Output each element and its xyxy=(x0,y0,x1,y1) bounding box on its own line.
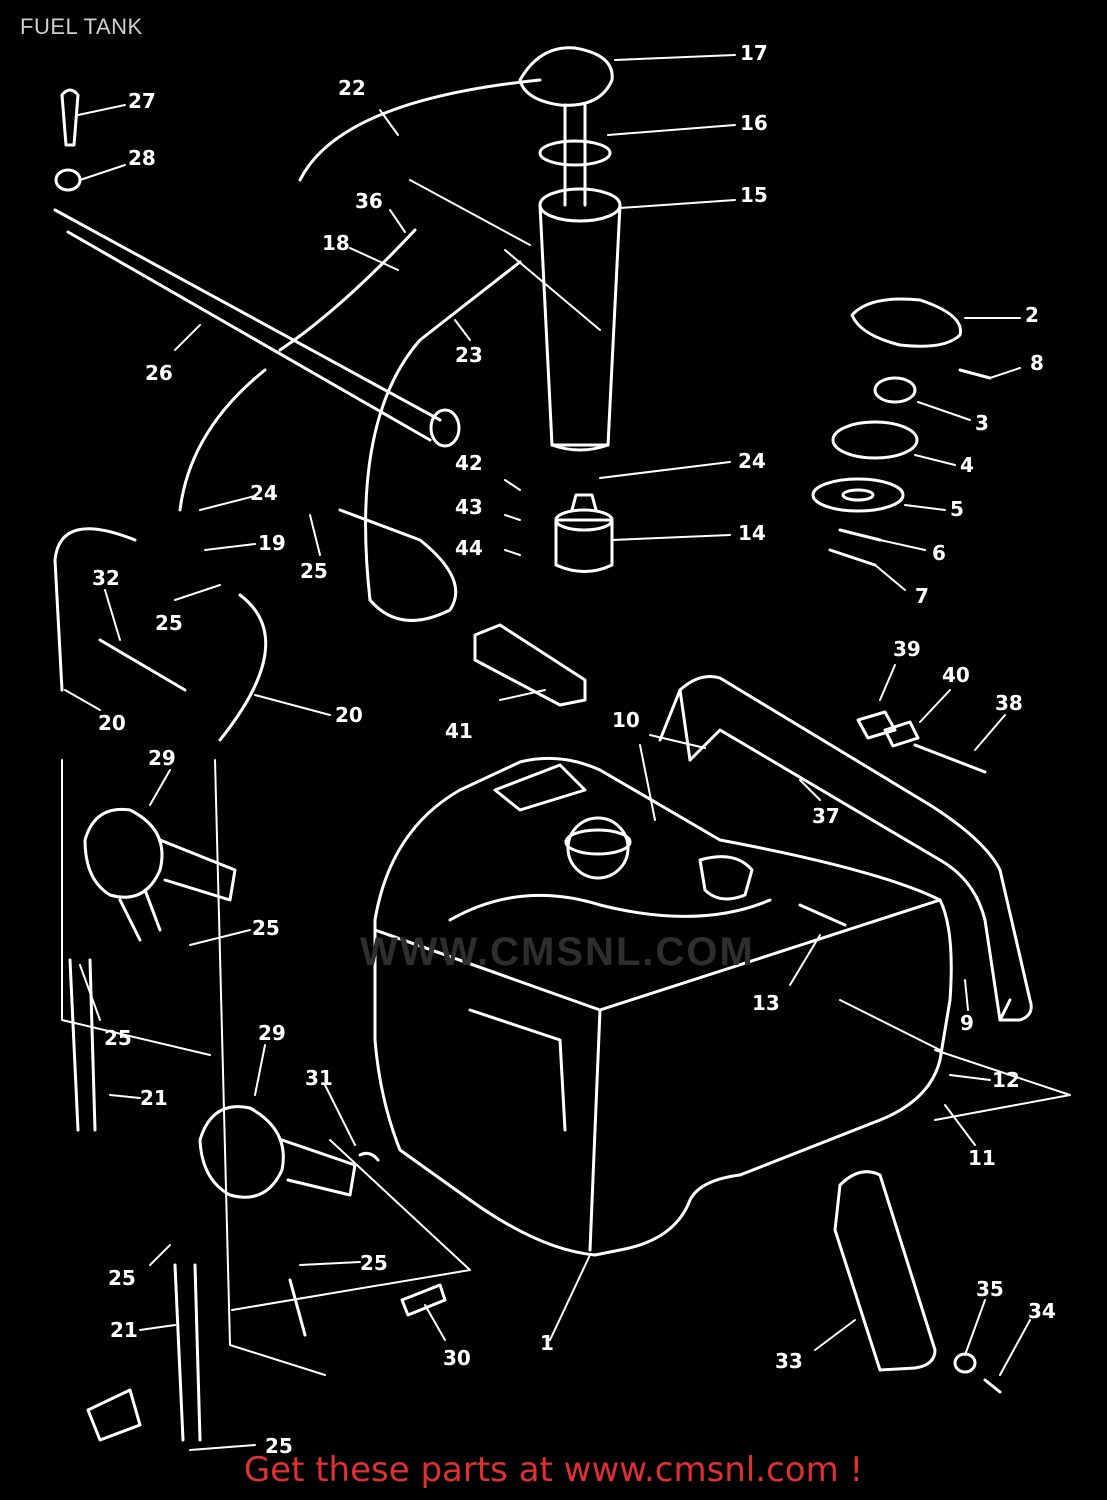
callout-36: 36 xyxy=(355,189,383,213)
callout-26: 26 xyxy=(145,361,173,385)
callout-25: 25 xyxy=(252,916,280,940)
callout-19: 19 xyxy=(258,531,286,555)
callout-41: 41 xyxy=(445,719,473,743)
callout-37: 37 xyxy=(812,804,840,828)
callout-3: 3 xyxy=(975,411,989,435)
tank-rack xyxy=(658,675,1033,1022)
callout-20: 20 xyxy=(335,703,363,727)
callout-32: 32 xyxy=(92,566,120,590)
callout-33: 33 xyxy=(775,1349,803,1373)
callout-39: 39 xyxy=(893,637,921,661)
callout-23: 23 xyxy=(455,343,483,367)
callout-25: 25 xyxy=(300,559,328,583)
damper-39 xyxy=(856,710,897,740)
callout-1: 1 xyxy=(540,1331,554,1355)
washer-28 xyxy=(54,168,82,192)
callout-10: 10 xyxy=(612,708,640,732)
callout-16: 16 xyxy=(740,111,768,135)
callout-29: 29 xyxy=(148,746,176,770)
callout-4: 4 xyxy=(960,453,974,477)
callout-11: 11 xyxy=(968,1146,996,1170)
callout-labels: 17 16 15 22 27 28 36 18 23 26 2 8 3 4 5 … xyxy=(92,41,1056,1458)
fwd-arrow-icon xyxy=(86,1388,142,1442)
fuel-gauge-assembly xyxy=(518,46,622,452)
clamp-31 xyxy=(358,1151,380,1162)
callout-34: 34 xyxy=(1028,1299,1056,1323)
callout-12: 12 xyxy=(992,1068,1020,1092)
callout-7: 7 xyxy=(915,584,929,608)
callout-21: 21 xyxy=(110,1318,138,1342)
callout-6: 6 xyxy=(932,541,946,565)
bolt-38 xyxy=(913,743,987,774)
bolt-30 xyxy=(400,1283,447,1317)
callout-29: 29 xyxy=(258,1021,286,1045)
leader-lines xyxy=(61,54,1071,1451)
callout-24: 24 xyxy=(250,481,278,505)
callout-21: 21 xyxy=(140,1086,168,1110)
callout-25: 25 xyxy=(155,611,183,635)
callout-17: 17 xyxy=(740,41,768,65)
callout-28: 28 xyxy=(128,146,156,170)
callout-43: 43 xyxy=(455,495,483,519)
fuel-cock-lower xyxy=(173,1105,357,1442)
callout-25: 25 xyxy=(360,1251,388,1275)
callout-25: 25 xyxy=(108,1266,136,1290)
callout-15: 15 xyxy=(740,183,768,207)
vent-pipe-and-hoses xyxy=(53,78,542,742)
callout-35: 35 xyxy=(976,1277,1004,1301)
filler-cap-assembly xyxy=(811,297,992,567)
callout-30: 30 xyxy=(443,1346,471,1370)
callout-25: 25 xyxy=(104,1026,132,1050)
callout-40: 40 xyxy=(942,663,970,687)
callout-14: 14 xyxy=(738,521,766,545)
fuel-filter xyxy=(473,493,614,707)
page-title: FUEL TANK xyxy=(20,14,143,39)
callout-5: 5 xyxy=(950,497,964,521)
callout-31: 31 xyxy=(305,1066,333,1090)
callout-42: 42 xyxy=(455,451,483,475)
callout-18: 18 xyxy=(322,231,350,255)
callout-27: 27 xyxy=(128,89,156,113)
collar-40 xyxy=(883,720,920,748)
callout-8: 8 xyxy=(1030,351,1044,375)
callout-24: 24 xyxy=(738,449,766,473)
callout-20: 20 xyxy=(98,711,126,735)
callout-38: 38 xyxy=(995,691,1023,715)
bolt-13 xyxy=(798,903,847,927)
promo-link[interactable]: Get these parts at www.cmsnl.com ! xyxy=(243,1450,864,1490)
callout-22: 22 xyxy=(338,76,366,100)
callout-44: 44 xyxy=(455,536,483,560)
callout-13: 13 xyxy=(752,991,780,1015)
bolt-27 xyxy=(60,88,80,147)
fuel-tank xyxy=(373,756,953,1257)
callout-2: 2 xyxy=(1025,303,1039,327)
fuel-cock-upper xyxy=(68,807,237,1132)
watermark: WWW.CMSNL.COM xyxy=(360,930,755,974)
callout-9: 9 xyxy=(960,1011,974,1035)
callout-25: 25 xyxy=(265,1434,293,1458)
